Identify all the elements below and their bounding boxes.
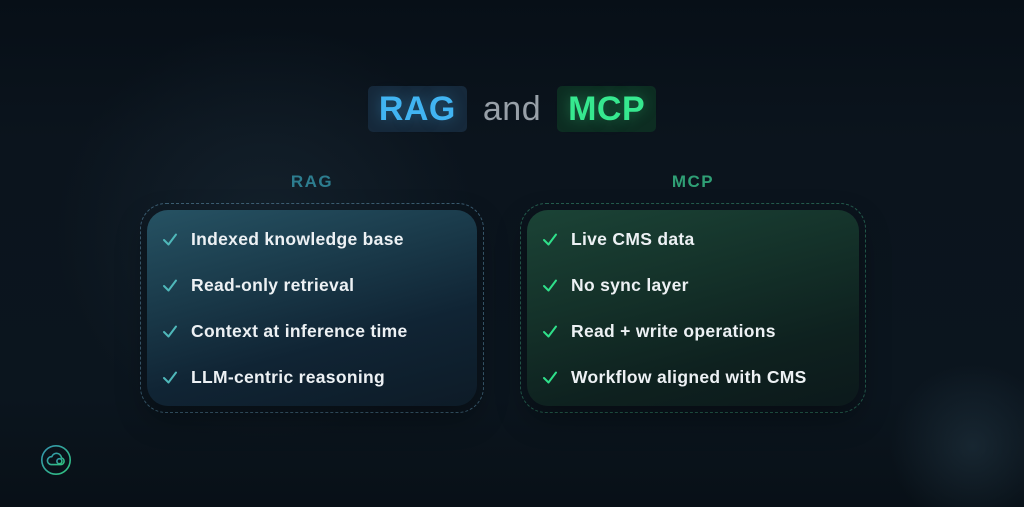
check-icon (541, 322, 559, 340)
list-item: No sync layer (527, 262, 859, 308)
cloud-infinity-icon (40, 444, 72, 476)
page-title: RAG and MCP (0, 86, 1024, 132)
list-item: Context at inference time (147, 308, 477, 354)
list-item: Live CMS data (527, 216, 859, 262)
mcp-feature-list: Live CMS data No sync layer Read + write… (527, 216, 859, 400)
rag-title-chip: RAG (367, 86, 467, 132)
rag-column-header: RAG (290, 172, 334, 191)
list-item-label: Context at inference time (191, 320, 408, 341)
list-item: Read-only retrieval (147, 262, 477, 308)
list-item-label: Indexed knowledge base (191, 228, 404, 249)
mcp-title-chip: MCP (557, 86, 657, 132)
list-item-label: Workflow aligned with CMS (571, 366, 807, 387)
list-item: Read + write operations (527, 308, 859, 354)
list-item-label: LLM-centric reasoning (191, 366, 385, 387)
check-icon (161, 322, 179, 340)
rag-feature-list: Indexed knowledge base Read-only retriev… (147, 216, 477, 400)
mcp-card-surface: Live CMS data No sync layer Read + write… (527, 210, 859, 406)
check-icon (161, 368, 179, 386)
check-icon (541, 368, 559, 386)
mcp-column: MCP Live CMS data No sync layer Read + w… (520, 172, 866, 413)
list-item: Workflow aligned with CMS (527, 354, 859, 400)
mcp-card: Live CMS data No sync layer Read + write… (520, 203, 866, 413)
title-conjunction: and (482, 90, 542, 128)
check-icon (161, 230, 179, 248)
list-item-label: Read-only retrieval (191, 274, 355, 295)
list-item: Indexed knowledge base (147, 216, 477, 262)
mcp-column-header: MCP (671, 172, 715, 191)
rag-card: Indexed knowledge base Read-only retriev… (140, 203, 484, 413)
list-item-label: Read + write operations (571, 320, 776, 341)
list-item-label: Live CMS data (571, 228, 695, 249)
list-item: LLM-centric reasoning (147, 354, 477, 400)
list-item-label: No sync layer (571, 274, 689, 295)
rag-card-surface: Indexed knowledge base Read-only retriev… (147, 210, 477, 406)
rag-column: RAG Indexed knowledge base Read-only ret… (140, 172, 484, 413)
check-icon (541, 276, 559, 294)
check-icon (161, 276, 179, 294)
check-icon (541, 230, 559, 248)
